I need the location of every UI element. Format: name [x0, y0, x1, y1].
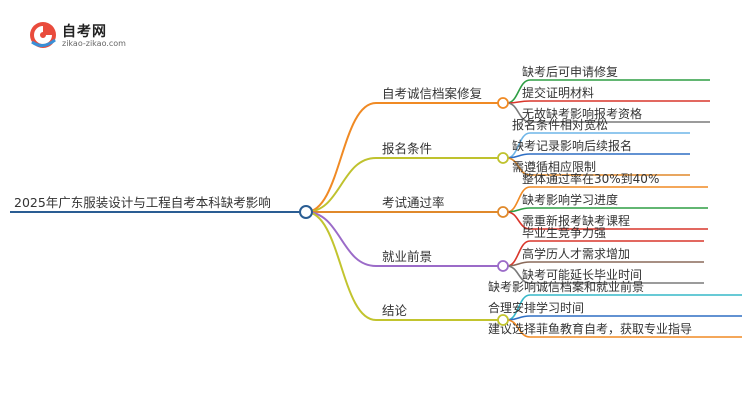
branch-3-label: 考试通过率	[382, 195, 445, 210]
mindmap-nodes: 2025年广东服装设计与工程自考本科缺考影响 自考诚信档案修复 缺考后可申请修复提交…	[14, 64, 692, 336]
branch-5-node	[497, 314, 509, 326]
branch-1-child-1: 缺考后可申请修复	[522, 64, 618, 79]
branch-4-child-2: 高学历人才需求增加	[522, 246, 630, 261]
branch-2-node	[497, 152, 509, 164]
branch-3-child-3: 需重新报考缺考课程	[522, 213, 630, 228]
branch-2-label: 报名条件	[382, 141, 432, 156]
branch-4-label: 就业前景	[382, 249, 432, 264]
mindmap-edges	[10, 79, 742, 338]
branch-4-node	[497, 260, 509, 272]
branch-3-child-2: 缺考影响学习进度	[522, 192, 618, 207]
logo-icon	[30, 22, 56, 48]
branch-3-node	[497, 206, 509, 218]
branch-1-child-3: 无故缺考影响报考资格	[522, 106, 642, 121]
branch-2-child-1: 报名条件相对宽松	[512, 117, 608, 132]
branch-5-child-1: 缺考影响诚信档案和就业前景	[488, 279, 644, 294]
root-node	[299, 205, 313, 219]
branch-5-child-3: 建议选择菲鱼教育自考，获取专业指导	[488, 321, 692, 336]
site-logo[interactable]: 自考网 zikao-zikao.com	[28, 20, 148, 54]
branch-3-child-1: 整体通过率在30%到40%	[522, 171, 659, 186]
branch-4-child-3: 缺考可能延长毕业时间	[522, 267, 642, 282]
branch-1-label: 自考诚信档案修复	[382, 86, 483, 101]
branch-5-label: 结论	[382, 303, 408, 318]
logo-name: 自考网	[62, 24, 107, 40]
branch-5-child-2: 合理安排学习时间	[488, 300, 584, 315]
branch-2-child-3: 需遵循相应限制	[512, 159, 596, 174]
logo-url: zikao-zikao.com	[62, 39, 126, 48]
branch-1-node	[497, 97, 509, 109]
branch-2-child-2: 缺考记录影响后续报名	[512, 138, 632, 153]
branch-1-child-2: 提交证明材料	[522, 85, 594, 100]
branch-4-child-1: 毕业生竞争力强	[522, 226, 606, 240]
root-topic: 2025年广东服装设计与工程自考本科缺考影响	[14, 195, 271, 210]
